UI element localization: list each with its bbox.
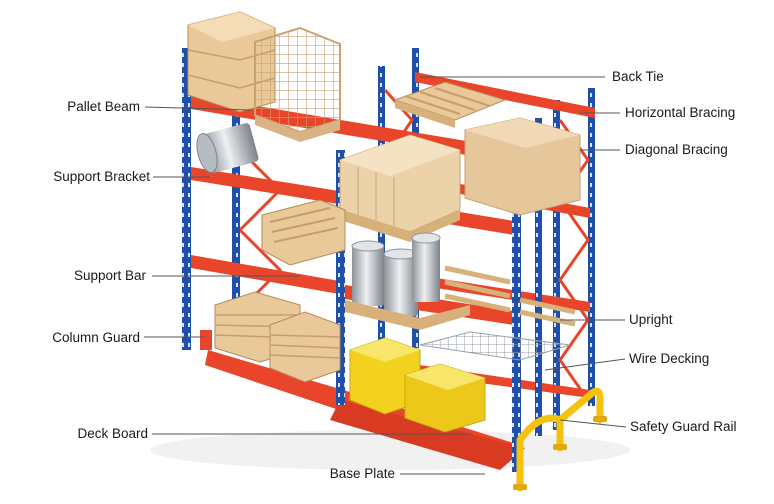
upright-back-right-2 — [588, 88, 595, 406]
label-column-guard: Column Guard — [52, 330, 140, 345]
label-pallet-beam: Pallet Beam — [67, 99, 140, 114]
upright-back-right-1 — [553, 100, 560, 430]
wire-decking-mesh — [419, 331, 571, 361]
base-deck-floor — [330, 400, 525, 470]
label-upright: Upright — [629, 312, 673, 327]
label-support-bracket: Support Bracket — [53, 169, 150, 184]
label-deck-board: Deck Board — [77, 426, 148, 441]
upright-left-back — [232, 110, 240, 350]
safety-rail — [516, 387, 604, 492]
label-horizontal-bracing: Horizontal Bracing — [625, 105, 736, 120]
cardboard-boxes — [339, 117, 581, 233]
yellow-boxes — [349, 337, 486, 433]
steel-drums — [351, 232, 441, 316]
lumber-stacks — [214, 291, 341, 383]
label-safety-guard-rail: Safety Guard Rail — [630, 419, 737, 434]
upright-right-front — [512, 140, 521, 472]
label-diagonal-bracing: Diagonal Bracing — [625, 142, 728, 157]
upright-right-front-2 — [535, 118, 542, 436]
upright-left-front — [182, 48, 191, 350]
column-guard-shape — [200, 330, 212, 350]
label-back-tie: Back Tie — [612, 69, 664, 84]
upright-middle — [336, 150, 345, 405]
leader-lines — [144, 76, 627, 475]
box-pallet — [340, 210, 460, 242]
label-support-bar: Support Bar — [73, 268, 146, 283]
label-wire-decking: Wire Decking — [629, 351, 710, 366]
wire-crate — [254, 26, 341, 142]
top-pallet — [393, 81, 507, 128]
label-base-plate: Base Plate — [329, 466, 395, 481]
safety-rail-feet — [513, 416, 607, 490]
support-bar-slats — [444, 265, 576, 327]
wood-crate — [187, 11, 276, 113]
drum-pallet — [345, 300, 470, 330]
silver-drum-horizontal — [196, 123, 259, 173]
mid-pallet — [261, 199, 346, 266]
